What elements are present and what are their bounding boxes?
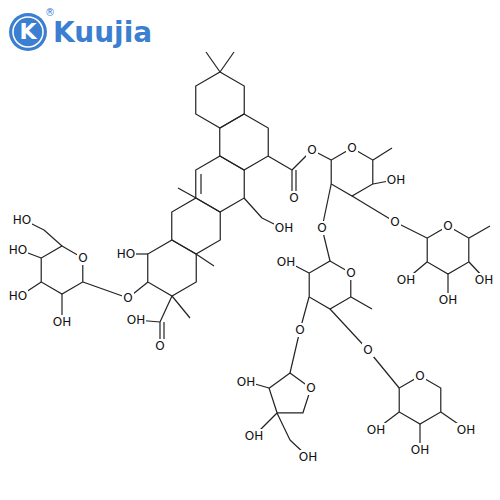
- atom-label: HO: [8, 243, 28, 257]
- atom-label: OH: [276, 255, 296, 269]
- atom-label: HO: [12, 213, 32, 227]
- logo-letter: K: [18, 20, 37, 44]
- bond-line: [83, 282, 128, 298]
- logo-ring: [13, 17, 43, 47]
- logo-wordmark: Kuujia: [52, 18, 153, 48]
- atom-label: O: [414, 369, 425, 383]
- atom-label: O: [442, 219, 453, 233]
- atom-label: O: [294, 323, 305, 337]
- atom-label: O: [154, 339, 165, 353]
- carbon-ring: [220, 114, 268, 170]
- bond-line: [469, 226, 490, 238]
- atom-label: OH: [456, 423, 476, 437]
- atom-label: OH: [474, 273, 494, 287]
- atom-label: O: [288, 191, 299, 205]
- atom-label: O: [389, 215, 400, 229]
- bond-line: [163, 322, 164, 340]
- atom-label: O: [345, 266, 356, 280]
- carbon-ring: [196, 156, 244, 212]
- bond-line: [351, 297, 372, 309]
- atom-label: O: [306, 143, 317, 157]
- bond-line: [277, 413, 290, 440]
- atom-label: O: [305, 381, 316, 395]
- bond-line: [44, 230, 62, 246]
- bond-line: [172, 296, 190, 318]
- sugar-ring: [331, 148, 373, 196]
- sugar-ring: [399, 376, 441, 424]
- atom-label: OH: [410, 443, 430, 457]
- atom-label: OH: [396, 273, 416, 287]
- atom-label: HO: [116, 247, 136, 261]
- atom-label: OH: [298, 450, 318, 464]
- bond-line: [373, 148, 392, 160]
- bond-lines: [20, 52, 490, 455]
- atom-label: OH: [386, 173, 406, 187]
- double-bond: [200, 174, 201, 194]
- atom-label: O: [316, 221, 327, 235]
- carbon-ring: [172, 198, 220, 254]
- atom-label: OH: [52, 315, 72, 329]
- atom-label: OH: [126, 313, 146, 327]
- atom-label: OH: [438, 293, 458, 307]
- bond-line: [244, 198, 262, 218]
- atom-label: O: [122, 291, 133, 305]
- bond-line: [196, 254, 214, 266]
- trademark-mark: ®: [44, 7, 56, 19]
- bond-line: [178, 188, 196, 198]
- logo-badge: [9, 13, 47, 51]
- bond-line: [295, 170, 296, 192]
- atom-label: O: [362, 343, 373, 357]
- atom-label: OH: [366, 423, 386, 437]
- bond-line: [206, 52, 220, 72]
- atom-label: OH: [236, 375, 256, 389]
- atom-label: OH: [274, 221, 294, 235]
- carbon-ring: [196, 72, 244, 128]
- bond-line: [268, 156, 292, 170]
- atom-label: O: [77, 251, 88, 265]
- sugar-ring: [427, 226, 469, 274]
- atom-label: O: [346, 141, 357, 155]
- atom-label: OH: [244, 429, 264, 443]
- bond-line: [220, 52, 234, 72]
- bond-line: [160, 296, 172, 322]
- carbon-ring: [148, 240, 196, 296]
- atom-label: HO: [8, 289, 28, 303]
